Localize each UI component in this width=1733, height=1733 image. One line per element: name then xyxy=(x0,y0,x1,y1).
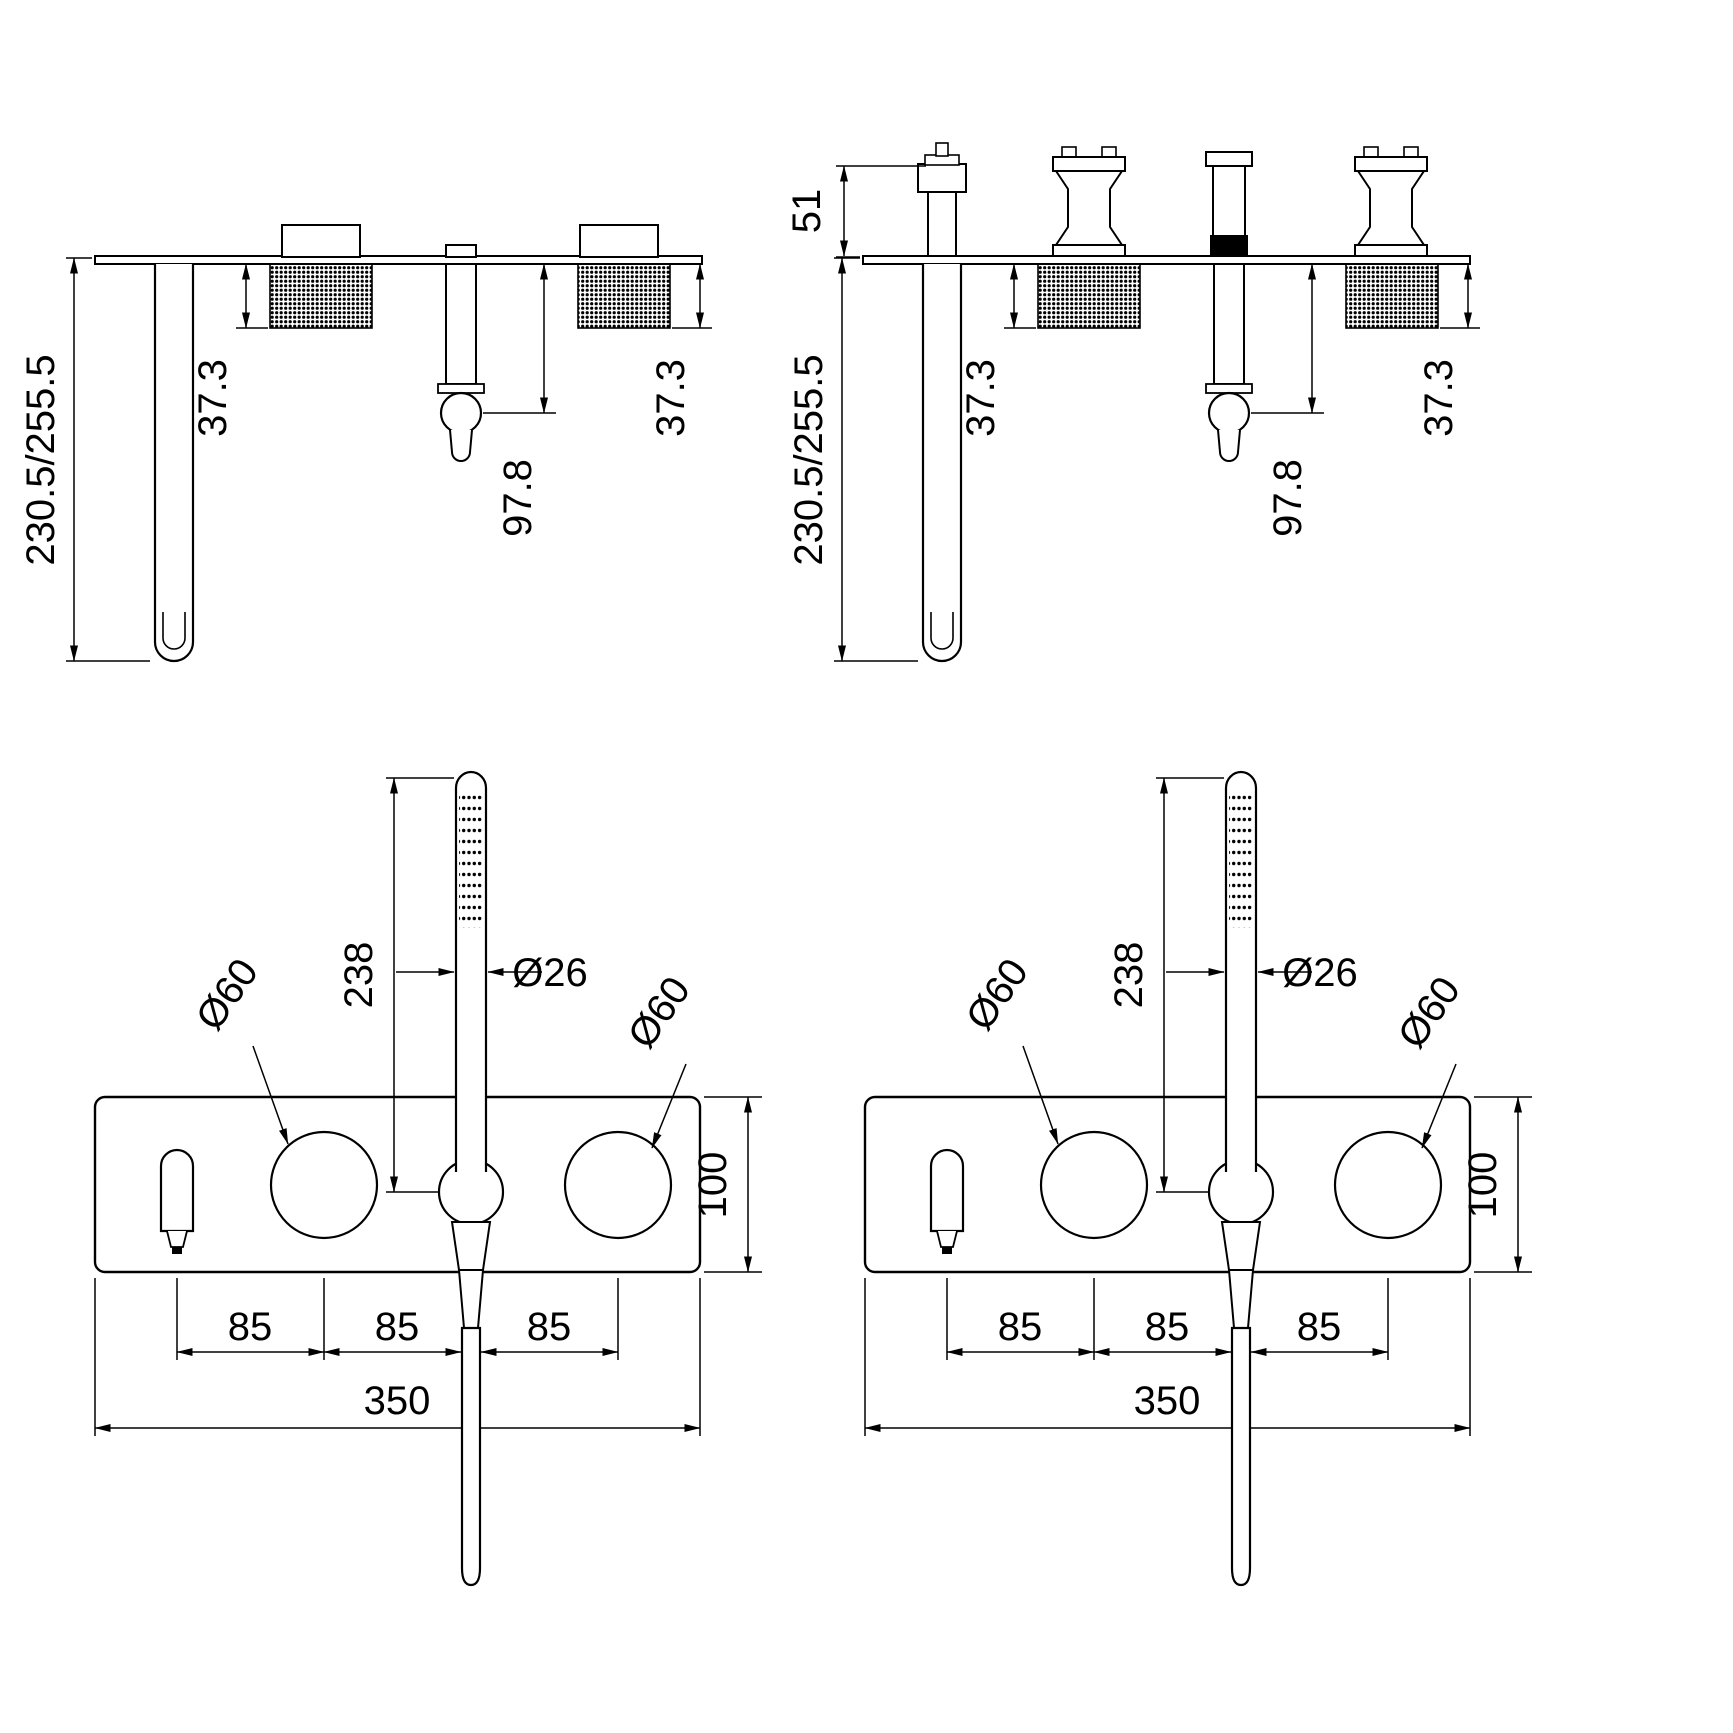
dim-handle-depth-left: 37.3 xyxy=(191,359,235,437)
dim-handshower-diameter: Ø26 xyxy=(512,951,588,995)
front-view-right xyxy=(865,772,1532,1585)
dim-height-range: 230.5/255.5 xyxy=(19,354,63,565)
side-view-right xyxy=(834,256,1480,661)
dim-spacing-center: 85 xyxy=(375,1305,420,1349)
dim-spacing-left: 85 xyxy=(998,1305,1043,1349)
side-view-left xyxy=(66,256,712,661)
front-view-left xyxy=(95,772,762,1585)
diverter-body-bracket xyxy=(1205,151,1253,167)
valve-body-right xyxy=(1354,146,1428,257)
side-view-left-cartridges xyxy=(281,224,659,258)
dim-spacing-left: 85 xyxy=(228,1305,273,1349)
dim-plate-height: 100 xyxy=(1461,1152,1505,1219)
dim-handshower-height: 238 xyxy=(337,942,381,1009)
dim-spout-drop: 97.8 xyxy=(496,459,540,537)
dim-handle-diameter-right: Ø60 xyxy=(620,969,699,1056)
spout-supply-body xyxy=(917,163,967,193)
diverter-body-seal xyxy=(1210,235,1248,257)
dim-height-range: 230.5/255.5 xyxy=(787,354,831,565)
dim-spacing-center: 85 xyxy=(1145,1305,1190,1349)
cartridge-housing-left xyxy=(281,224,361,258)
dim-spacing-right: 85 xyxy=(1297,1305,1342,1349)
dim-plate-width: 350 xyxy=(364,1379,431,1423)
wall-depth-dimension-lines xyxy=(836,165,926,258)
cartridge-housing-right xyxy=(579,224,659,258)
dim-plate-width: 350 xyxy=(1134,1379,1201,1423)
dim-handle-depth-right: 37.3 xyxy=(1417,359,1461,437)
dim-wall-depth: 51 xyxy=(785,189,829,234)
dim-handle-depth-right: 37.3 xyxy=(649,359,693,437)
dim-handshower-diameter: Ø26 xyxy=(1282,951,1358,995)
spout-supply-top xyxy=(935,142,949,157)
side-view-right-roughin xyxy=(836,142,1428,258)
spout-supply-stem xyxy=(927,191,957,257)
dim-handle-diameter-left: Ø60 xyxy=(958,951,1037,1038)
dim-handle-depth-left: 37.3 xyxy=(959,359,1003,437)
dim-spout-drop: 97.8 xyxy=(1266,459,1310,537)
diverter-shaft-stub xyxy=(445,244,477,258)
dim-handle-diameter-right: Ø60 xyxy=(1390,969,1469,1056)
diverter-body-stem xyxy=(1212,165,1246,239)
dim-plate-height: 100 xyxy=(691,1152,735,1219)
valve-body-left xyxy=(1052,146,1126,257)
dim-spacing-right: 85 xyxy=(527,1305,572,1349)
dim-handle-diameter-left: Ø60 xyxy=(188,951,267,1038)
dim-handshower-height: 238 xyxy=(1107,942,1151,1009)
